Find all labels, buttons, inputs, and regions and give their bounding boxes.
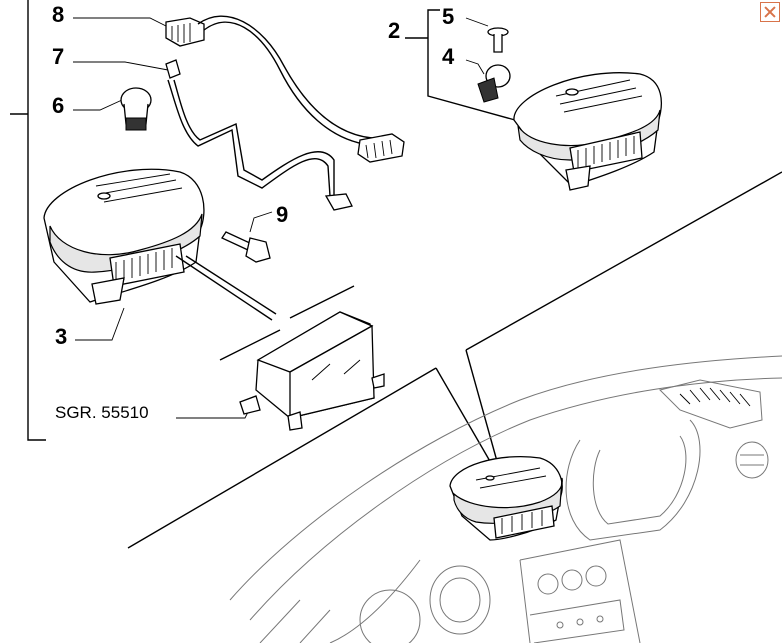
dashboard-clock	[449, 455, 563, 541]
part-2-housing	[513, 72, 662, 191]
callout-8: 8	[52, 2, 64, 27]
callout-2: 2	[388, 18, 400, 43]
part-9-bolt	[221, 231, 271, 263]
cutaway-lines	[127, 171, 782, 549]
group-bracket	[10, 0, 46, 441]
close-button[interactable]	[760, 2, 780, 22]
dashboard-outline	[229, 355, 782, 643]
part-5-screw	[487, 27, 509, 53]
part-7-wire	[165, 59, 353, 211]
part-3-housing	[43, 168, 205, 305]
part-6-bulb	[120, 87, 152, 131]
bracket-part-2	[405, 9, 516, 121]
callout-4: 4	[442, 44, 455, 69]
control-module	[239, 311, 385, 431]
part-reference-label: SGR. 55510	[55, 403, 149, 422]
callout-5: 5	[442, 4, 454, 29]
leader-lines	[73, 17, 489, 419]
callout-9: 9	[276, 202, 288, 227]
callout-3: 3	[55, 324, 67, 349]
callout-6: 6	[52, 93, 64, 118]
callout-7: 7	[52, 44, 64, 69]
part-8-harness	[165, 15, 405, 163]
module-leaders	[175, 255, 355, 361]
part-4-bulb	[477, 64, 511, 103]
